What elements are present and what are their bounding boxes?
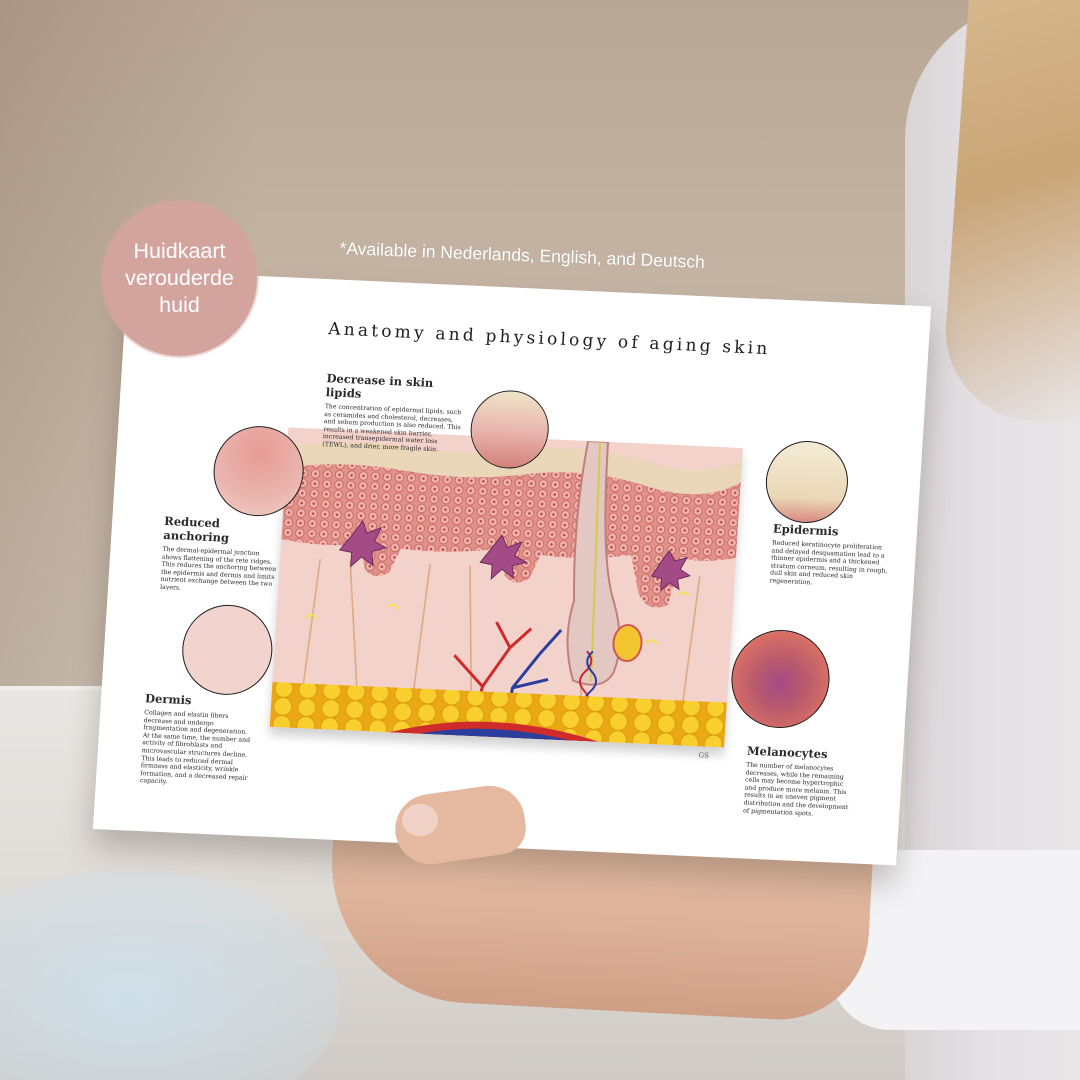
anchoring-body: The dermal-epidermal junction shows flat…	[159, 545, 277, 592]
anchoring-heading: Reduced anchoring	[162, 513, 230, 545]
badge-line-1: Huidkaart	[133, 239, 226, 263]
language-badge: Huidkaart verouderde huid	[102, 201, 257, 356]
zoom-circle-melanocytes	[728, 627, 833, 731]
melanocytes-body: The number of melanocytes decreases, whi…	[742, 761, 849, 818]
dermis-heading: Dermis	[144, 691, 192, 708]
melanocytes-text-block: Melanocytes The number of melanocytes de…	[743, 744, 855, 820]
skin-cross-section-illustration	[269, 427, 743, 748]
dermis-text-block: Dermis Collagen and elastin fibers decre…	[140, 691, 256, 790]
epidermis-text-block: Epidermis Reduced keratinocyte prolifera…	[769, 522, 891, 591]
badge-line-2: verouderde	[125, 266, 234, 290]
lipids-text-block: Decrease in skin lipids The concentratio…	[322, 371, 467, 455]
lipids-heading: Decrease in skin lipids	[325, 371, 434, 401]
epidermis-heading: Epidermis	[772, 521, 839, 539]
badge-line-3: huid	[159, 293, 200, 317]
zoom-circle-epidermis	[763, 439, 851, 525]
poster-title: Anatomy and physiology of aging skin	[327, 319, 772, 360]
lipids-body: The concentration of epidermal lipids, s…	[322, 403, 462, 454]
skin-diagram-svg	[269, 427, 743, 748]
dermis-body: Collagen and elastin fibers decrease and…	[139, 709, 251, 786]
skin-poster: Anatomy and physiology of aging skin	[92, 270, 932, 866]
zoom-circle-dermis	[179, 602, 276, 697]
epidermis-body: Reduced keratinocyte proliferation and d…	[769, 539, 888, 587]
anchoring-text-block: Reduced anchoring The dermal-epidermal j…	[160, 514, 280, 597]
melanocytes-heading: Melanocytes	[746, 743, 828, 762]
artist-signature: GS	[698, 751, 710, 760]
thumb-nail	[402, 804, 438, 836]
